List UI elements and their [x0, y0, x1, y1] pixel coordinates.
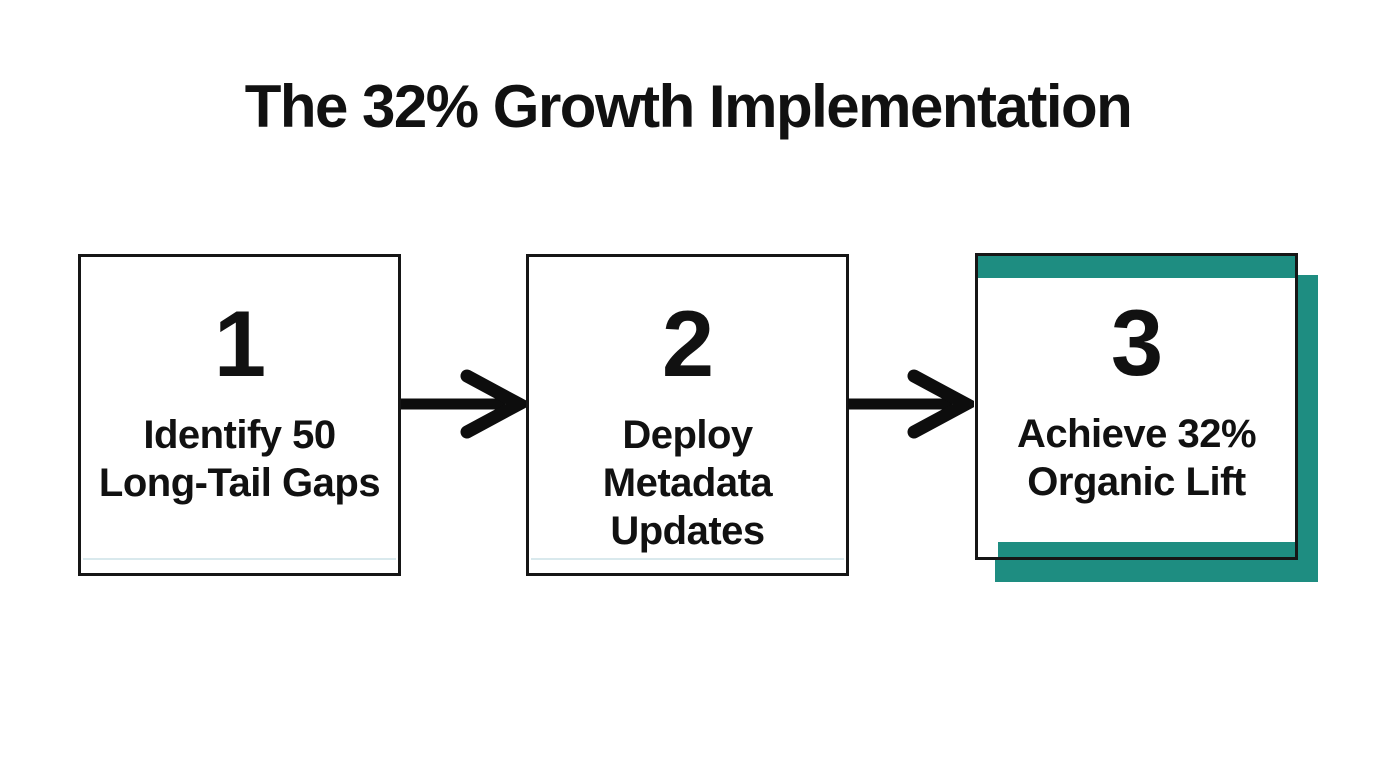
step-box-1: 1 Identify 50 Long-Tail Gaps [78, 254, 401, 576]
step-2-bottom-hairline [531, 558, 844, 560]
step-1-number: 1 [213, 291, 266, 396]
step-1-label: Identify 50 Long-Tail Gaps [81, 411, 398, 507]
step-3-accent-top-bar [978, 256, 1295, 278]
step-2-label-line-3: Updates [610, 509, 765, 553]
step-3-label: Achieve 32% Organic Lift [978, 410, 1295, 506]
step-3-accent-bottom-bar [998, 542, 1295, 557]
step-1-label-line-2: Long-Tail Gaps [98, 461, 381, 505]
step-2-number: 2 [661, 291, 714, 396]
step-3-label-line-1: Achieve 32% [1016, 412, 1257, 456]
step-2-label-line-2: Metadata [602, 461, 773, 505]
step-1-bottom-hairline [83, 558, 396, 560]
step-3-label-line-2: Organic Lift [1027, 460, 1246, 504]
step-3-number: 3 [1110, 290, 1163, 395]
step-1-label-line-1: Identify 50 [143, 413, 336, 457]
step-box-2: 2 Deploy Metadata Updates [526, 254, 849, 576]
step-2-label: Deploy Metadata Updates [529, 411, 846, 555]
step-2-label-line-1: Deploy [622, 413, 753, 457]
page-title: The 32% Growth Implementation [244, 73, 1133, 140]
step-box-3-highlighted: 3 Achieve 32% Organic Lift [975, 253, 1298, 560]
arrow-right-icon [848, 366, 974, 442]
arrow-right-icon [401, 366, 527, 442]
